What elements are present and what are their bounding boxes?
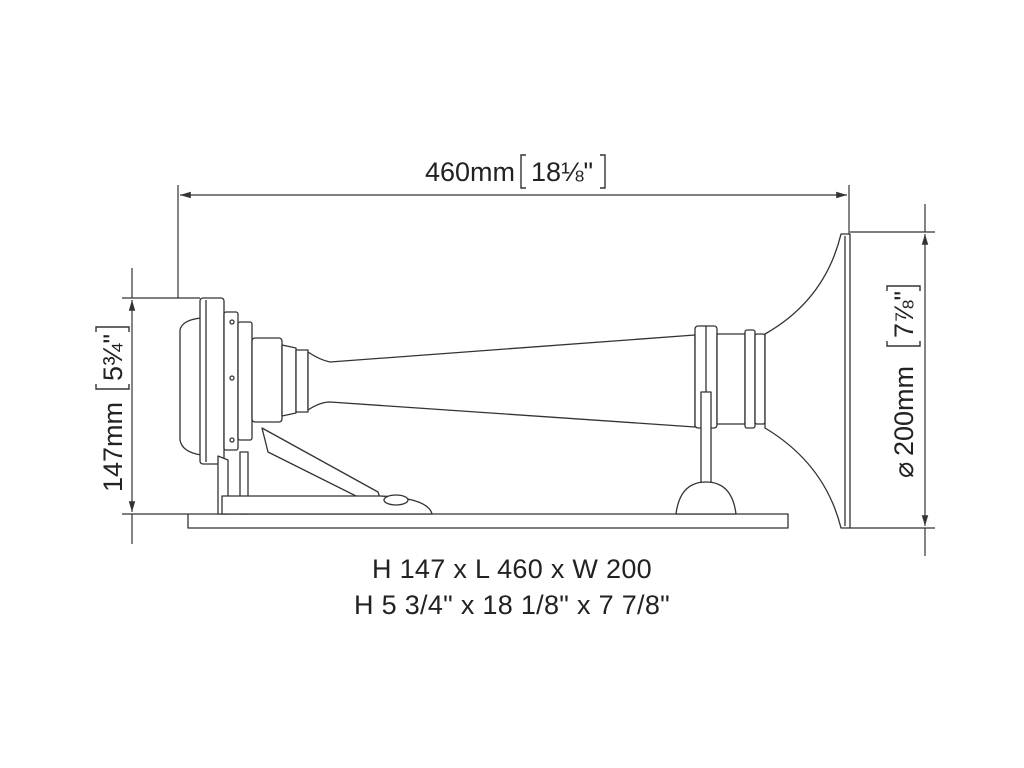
length-dimension	[177, 185, 850, 298]
diameter-bracket-left	[886, 341, 921, 347]
length-bracket-left	[520, 154, 526, 189]
length-bracket-right	[600, 154, 606, 189]
horn-illustration	[179, 233, 851, 529]
compressor-housing	[179, 297, 309, 465]
front-support	[675, 391, 737, 515]
height-metric: 147mm	[98, 402, 128, 492]
diameter-imperial: 7⅞"	[889, 291, 919, 338]
dimensions-caption-metric: H 147 x L 460 x W 200	[372, 554, 652, 584]
height-bracket-left	[95, 384, 130, 390]
diameter-symbol: ⌀	[889, 462, 919, 478]
rear-bracket	[217, 427, 433, 515]
height-imperial: 5¾"	[98, 334, 128, 381]
diameter-metric: 200mm	[889, 366, 919, 456]
horn-tube	[307, 334, 696, 428]
length-metric: 460mm	[425, 157, 515, 187]
height-bracket-right	[95, 326, 130, 332]
height-dimension	[122, 268, 200, 544]
diameter-label: ⌀ 200mm 7⅞"	[886, 285, 921, 478]
diameter-bracket-right	[886, 285, 921, 291]
diameter-dimension	[850, 204, 935, 556]
base-plate	[187, 513, 789, 529]
height-label: 147mm 5¾"	[95, 326, 130, 492]
length-imperial: 18⅛"	[531, 157, 593, 187]
length-label: 460mm 18⅛"	[425, 154, 606, 189]
dimensions-caption-imperial: H 5 3/4" x 18 1/8" x 7 7/8"	[353, 590, 671, 620]
horn-bell	[764, 233, 851, 529]
